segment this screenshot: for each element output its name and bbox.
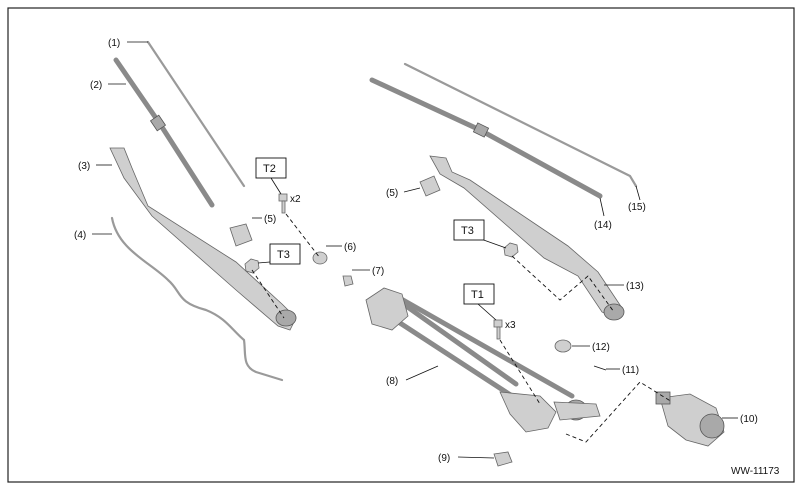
callout-12: (12) (592, 342, 610, 353)
t2-bolt-head (278, 193, 288, 202)
left-dash-bolt (285, 213, 321, 259)
callout-5-right: (5) (386, 188, 398, 199)
right-blade-rubber (403, 62, 638, 188)
right-wiper-blade (369, 77, 603, 199)
right-arm-pivot-head (603, 303, 625, 321)
left-blade-rubber (146, 40, 246, 188)
callout-13: (13) (626, 281, 644, 292)
left-dash-nut (251, 269, 285, 319)
diagram-code: WW-11173 (731, 466, 780, 477)
left-arm-pivot-head (275, 309, 297, 327)
callout-7: (7) (372, 266, 384, 277)
left-pivot-cap (312, 251, 328, 265)
torque-box-t3-left (269, 243, 301, 265)
clip-part (593, 365, 607, 371)
callout-3: (3) (78, 161, 90, 172)
left-blade-clip (149, 114, 167, 132)
qty-x2: x2 (290, 194, 301, 205)
small-nut (342, 275, 354, 287)
callout-5-left: (5) (264, 214, 276, 225)
torque-box-t1 (463, 283, 495, 305)
wiper-motor (655, 391, 725, 447)
t1-bolt-head (493, 319, 503, 328)
motor-dash (565, 381, 673, 443)
t1-dash (499, 339, 541, 405)
callout-8: (8) (386, 376, 398, 387)
callout-9: (9) (438, 453, 450, 464)
callout-11: (11) (622, 365, 639, 376)
callout-15: (15) (628, 202, 646, 213)
callout-6: (6) (344, 242, 356, 253)
torque-label-t3-right: T3 (461, 225, 474, 237)
wiper-linkage (365, 287, 601, 433)
right-cap (419, 175, 441, 197)
callout-1: (1) (108, 38, 120, 49)
t3-left-nut (244, 258, 260, 274)
t1-bolt-shank (496, 326, 501, 340)
torque-label-t1: T1 (471, 289, 484, 301)
left-cap (229, 223, 253, 247)
diagram-frame (7, 7, 795, 483)
left-washer-hose (110, 216, 284, 382)
grommet (554, 339, 572, 353)
t3-right-nut (503, 242, 519, 258)
torque-box-t2 (255, 157, 287, 179)
bottom-grommet (493, 451, 513, 467)
callout-14: (14) (594, 220, 612, 231)
callout-2: (2) (90, 80, 102, 91)
torque-label-t3-left: T3 (277, 249, 290, 261)
right-blade-clip (472, 122, 490, 138)
t2-bolt-shank (281, 200, 286, 214)
callout-10: (10) (740, 414, 758, 425)
qty-x3: x3 (505, 320, 516, 331)
callout-4: (4) (74, 230, 86, 241)
torque-box-t3-right (453, 219, 485, 241)
torque-label-t2: T2 (263, 163, 276, 175)
